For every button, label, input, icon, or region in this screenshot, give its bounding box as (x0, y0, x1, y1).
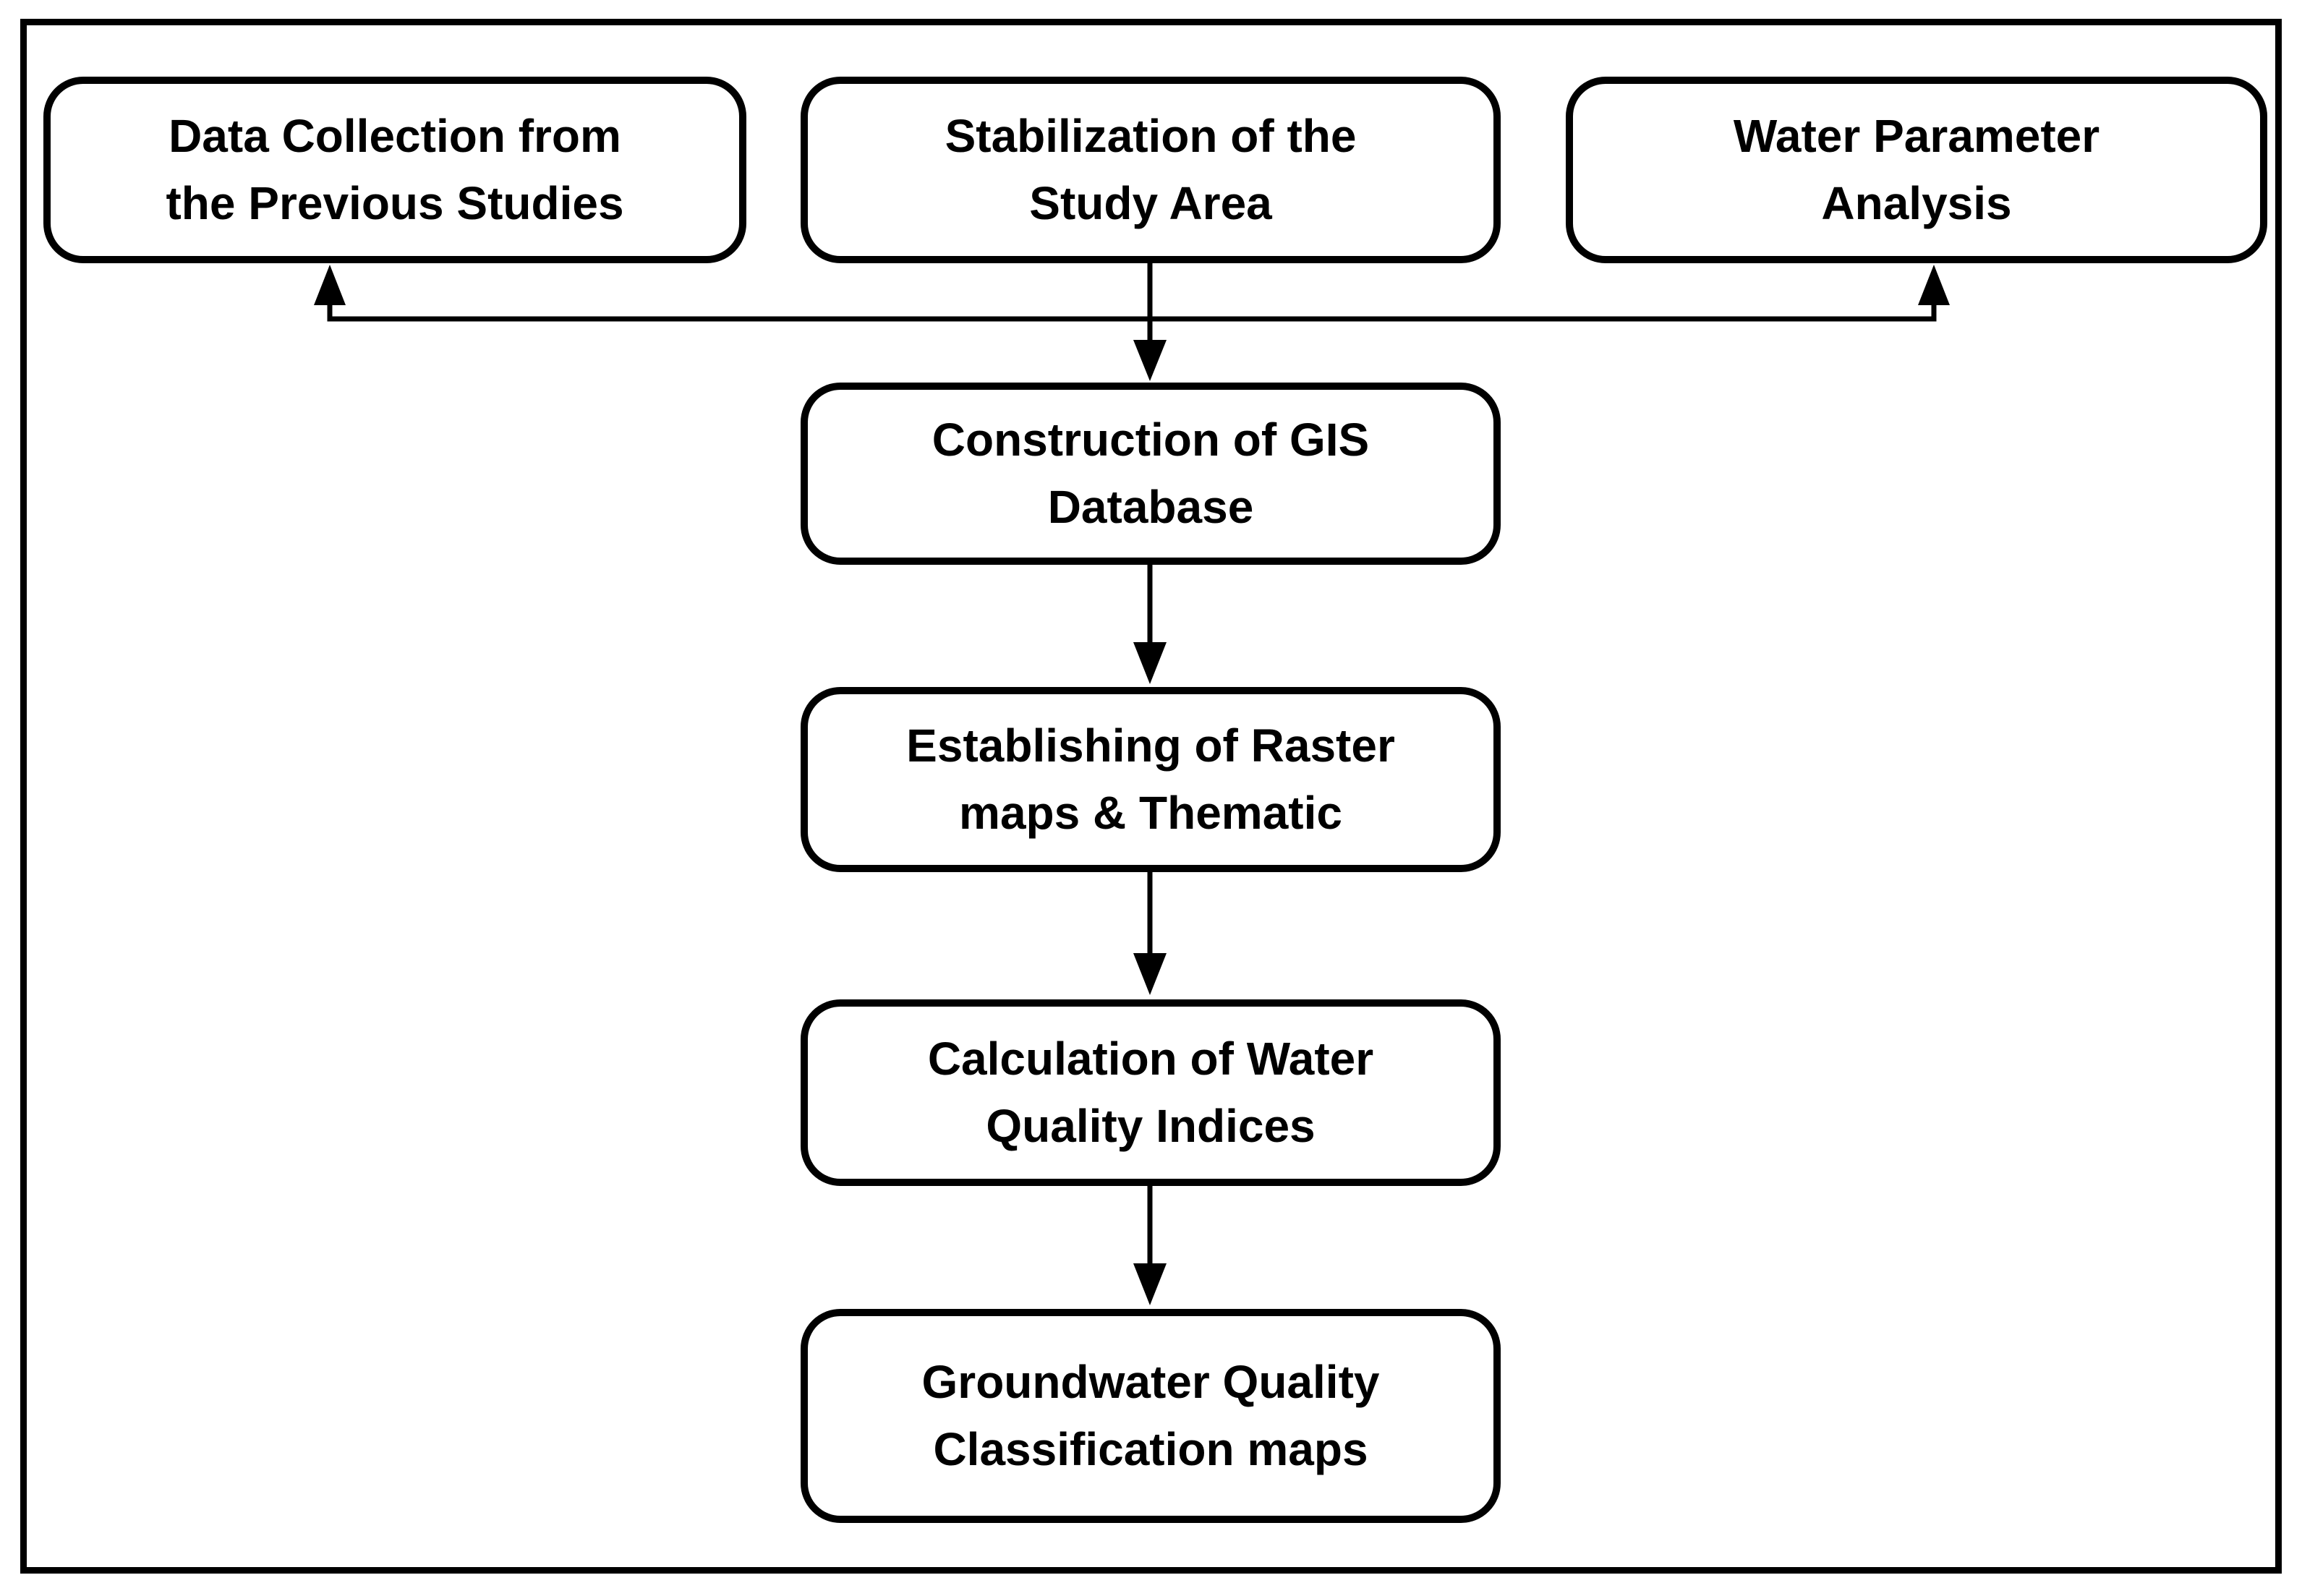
arrowhead-down-classification (1133, 1263, 1167, 1305)
node-water-parameter-label: Water Parameter Analysis (1733, 110, 2100, 229)
arrowhead-down-gis (1133, 340, 1167, 381)
node-water-parameter: Water Parameter Analysis (1566, 77, 2267, 263)
node-raster-thematic-label: Establishing of Raster maps & Thematic (906, 720, 1395, 839)
node-classification-maps-label: Groundwater Quality Classification maps (921, 1356, 1380, 1475)
arrowhead-up-right (1918, 265, 1950, 305)
arrowhead-up-left (314, 265, 346, 305)
node-stabilization-label: Stabilization of the Study Area (945, 110, 1357, 229)
node-stabilization: Stabilization of the Study Area (801, 77, 1501, 263)
node-data-collection: Data Collection from the Previous Studie… (43, 77, 746, 263)
node-gis-database-label: Construction of GIS Database (932, 414, 1370, 533)
node-gis-database: Construction of GIS Database (801, 383, 1501, 565)
node-quality-indices-label: Calculation of Water Quality Indices (927, 1033, 1374, 1152)
node-quality-indices: Calculation of Water Quality Indices (801, 999, 1501, 1186)
node-data-collection-label: Data Collection from the Previous Studie… (166, 110, 624, 229)
node-classification-maps: Groundwater Quality Classification maps (801, 1309, 1501, 1523)
figure-border (20, 19, 2282, 1574)
connector-horizontal-bar (327, 307, 1937, 322)
arrowhead-down-raster (1133, 642, 1167, 684)
arrowhead-down-indices (1133, 953, 1167, 995)
node-raster-thematic: Establishing of Raster maps & Thematic (801, 687, 1501, 872)
